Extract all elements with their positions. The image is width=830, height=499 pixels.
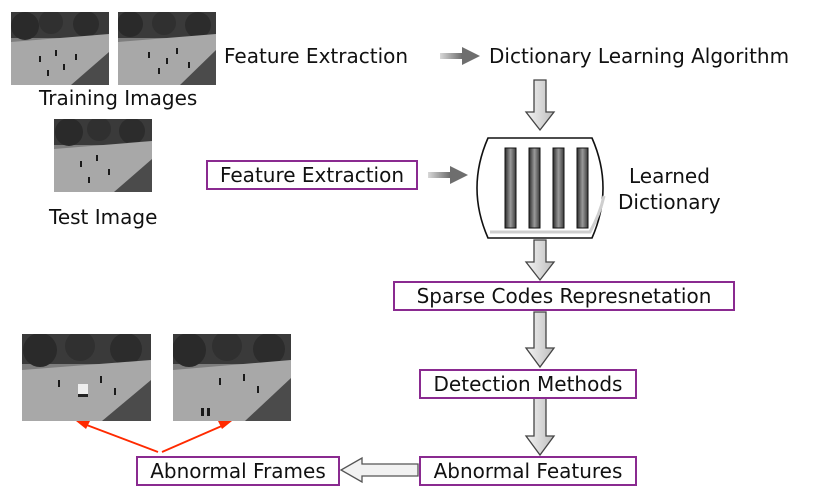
training-image-1 <box>11 12 109 85</box>
abnormal-features-box: Abnormal Features <box>419 456 637 486</box>
feature-extraction-label: Feature Extraction <box>224 44 409 68</box>
learned-dictionary-label-line2: Dictionary <box>618 190 721 214</box>
arrow-features-to-frames <box>339 456 419 484</box>
arrow-test-feature-to-dictionary <box>428 166 468 184</box>
training-images-label: Training Images <box>39 86 198 110</box>
arrow-feature-to-dictionary <box>440 47 480 65</box>
abnormal-frame-2 <box>173 334 291 421</box>
learned-dictionary-label-line1: Learned <box>629 164 710 188</box>
test-image <box>54 119 152 192</box>
sparse-codes-box: Sparse Codes Represnetation <box>393 281 735 311</box>
arrow-detection-to-abnormal-features <box>524 397 556 457</box>
dictionary-learning-label: Dictionary Learning Algorithm <box>489 44 790 68</box>
abnormal-frames-box: Abnormal Frames <box>136 456 340 486</box>
arrow-sparse-to-detection <box>524 311 556 369</box>
feature-extraction-box: Feature Extraction <box>206 160 418 190</box>
arrow-dictionary-to-sparse <box>524 239 556 282</box>
detection-methods-box: Detection Methods <box>419 369 637 399</box>
arrow-dictionary-learning-down <box>524 79 556 132</box>
abnormal-frame-1 <box>22 334 151 421</box>
test-image-label: Test Image <box>49 205 158 229</box>
red-arrow-to-frame-2 <box>161 421 232 453</box>
red-arrow-to-frame-1 <box>76 421 159 453</box>
training-image-2 <box>118 12 216 85</box>
learned-dictionary-shape <box>476 137 606 239</box>
